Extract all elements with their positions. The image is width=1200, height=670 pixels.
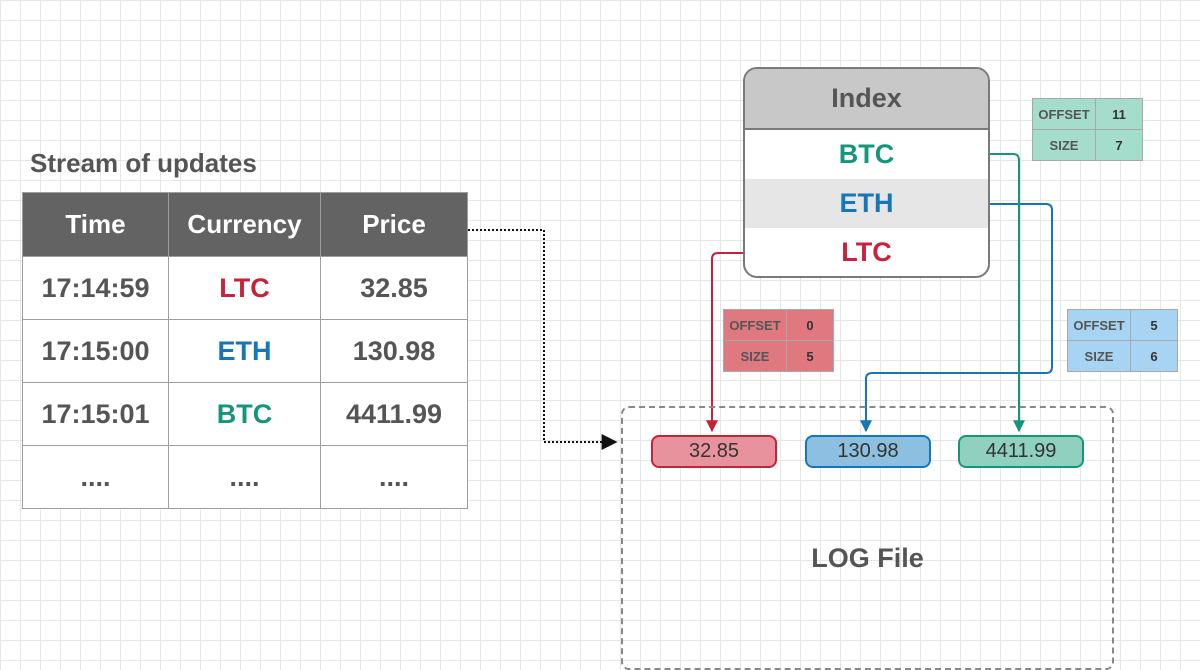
- header-time: Time: [22, 192, 169, 257]
- cell-price: 130.98: [320, 319, 468, 383]
- header-price: Price: [320, 192, 468, 257]
- index-entry-btc: BTC: [838, 139, 895, 169]
- cell-price: ....: [320, 445, 468, 509]
- btc-index-arrow: [988, 153, 1025, 433]
- eth-metadata: OFFSET 5 SIZE 6: [1067, 309, 1178, 372]
- stream-to-log-arrow: [468, 229, 618, 450]
- log-value-ltc: 32.85: [651, 435, 777, 468]
- eth-size-value: 6: [1130, 340, 1178, 372]
- log-file-title: LOG File: [811, 543, 924, 573]
- btc-metadata: OFFSET 11 SIZE 7: [1032, 98, 1143, 161]
- index-entry-ltc: LTC: [841, 237, 892, 267]
- ltc-size-value: 5: [786, 340, 834, 372]
- log-value-btc: 4411.99: [958, 435, 1084, 468]
- table-row: 17:14:59 LTC 32.85: [22, 256, 468, 320]
- btc-offset-value: 11: [1095, 98, 1143, 130]
- stream-table: Time Currency Price 17:14:59 LTC 32.85 1…: [22, 192, 468, 509]
- index-entry-eth: ETH: [745, 179, 988, 228]
- cell-price: 32.85: [320, 256, 468, 320]
- index-box: Index BTC ETH LTC: [743, 67, 990, 278]
- stream-header-row: Time Currency Price: [22, 192, 468, 257]
- ltc-offset-value: 0: [786, 309, 834, 341]
- cell-currency: ETH: [168, 319, 321, 383]
- eth-size-label: SIZE: [1067, 340, 1131, 372]
- cell-time: 17:15:01: [22, 382, 169, 446]
- stream-title: Stream of updates: [30, 148, 257, 178]
- ltc-metadata: OFFSET 0 SIZE 5: [723, 309, 834, 372]
- cell-price: 4411.99: [320, 382, 468, 446]
- eth-offset-value: 5: [1130, 309, 1178, 341]
- table-row: 17:15:01 BTC 4411.99: [22, 382, 468, 446]
- ltc-index-arrow: [706, 252, 744, 433]
- cell-currency: ....: [168, 445, 321, 509]
- btc-size-label: SIZE: [1032, 129, 1096, 161]
- eth-index-arrow: [860, 203, 1053, 433]
- connector-layer: [468, 153, 1053, 450]
- table-row: 17:15:00 ETH 130.98: [22, 319, 468, 383]
- cell-time: ....: [22, 445, 169, 509]
- cell-currency: LTC: [168, 256, 321, 320]
- log-value-eth: 130.98: [805, 435, 931, 468]
- cell-currency: BTC: [168, 382, 321, 446]
- ltc-offset-label: OFFSET: [723, 309, 787, 341]
- table-row: .... .... ....: [22, 445, 468, 509]
- btc-size-value: 7: [1095, 129, 1143, 161]
- btc-offset-label: OFFSET: [1032, 98, 1096, 130]
- eth-offset-label: OFFSET: [1067, 309, 1131, 341]
- cell-time: 17:15:00: [22, 319, 169, 383]
- index-title: Index: [745, 69, 988, 130]
- cell-time: 17:14:59: [22, 256, 169, 320]
- ltc-size-label: SIZE: [723, 340, 787, 372]
- header-currency: Currency: [168, 192, 321, 257]
